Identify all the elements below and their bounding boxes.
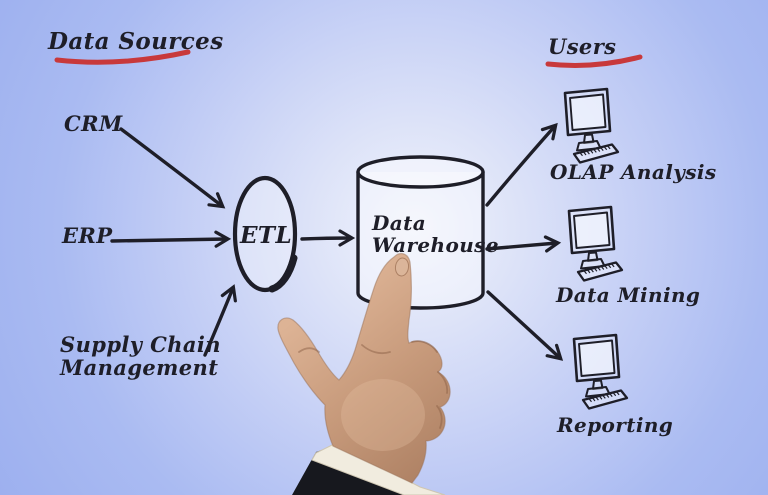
- arrow-erp-to-etl: [110, 230, 232, 248]
- etl-ellipse-icon: [232, 175, 298, 293]
- arrow-etl-to-warehouse: [300, 229, 356, 247]
- users-underline: [545, 54, 643, 68]
- hand-shape: [277, 252, 451, 484]
- source-label-scm: Supply Chain Management: [60, 332, 221, 381]
- arrow-warehouse-to-reporting: [486, 290, 564, 361]
- arrow-scm-to-etl: [203, 284, 237, 357]
- users-title: Users: [548, 34, 617, 59]
- fingernail: [394, 257, 410, 277]
- arrow-crm-to-etl: [119, 127, 226, 209]
- etl-label: ETL: [240, 222, 293, 249]
- arrow-warehouse-to-olap: [485, 122, 558, 207]
- hand-creases: [298, 340, 449, 429]
- sources-underline: [54, 49, 191, 65]
- source-label-erp: ERP: [62, 223, 113, 248]
- sources-title: Data Sources: [48, 28, 224, 55]
- warehouse-label: Data Warehouse: [372, 211, 499, 257]
- flow-arrows: [110, 122, 564, 361]
- hand-highlight: [341, 379, 425, 451]
- destination-label-reporting: Reporting: [557, 413, 674, 437]
- source-label-crm: CRM: [64, 111, 123, 136]
- arrow-warehouse-to-mining: [485, 235, 562, 253]
- destination-label-olap: OLAP Analysis: [550, 160, 717, 184]
- red-underlines: [54, 49, 643, 68]
- destination-label-mining: Data Mining: [556, 283, 701, 307]
